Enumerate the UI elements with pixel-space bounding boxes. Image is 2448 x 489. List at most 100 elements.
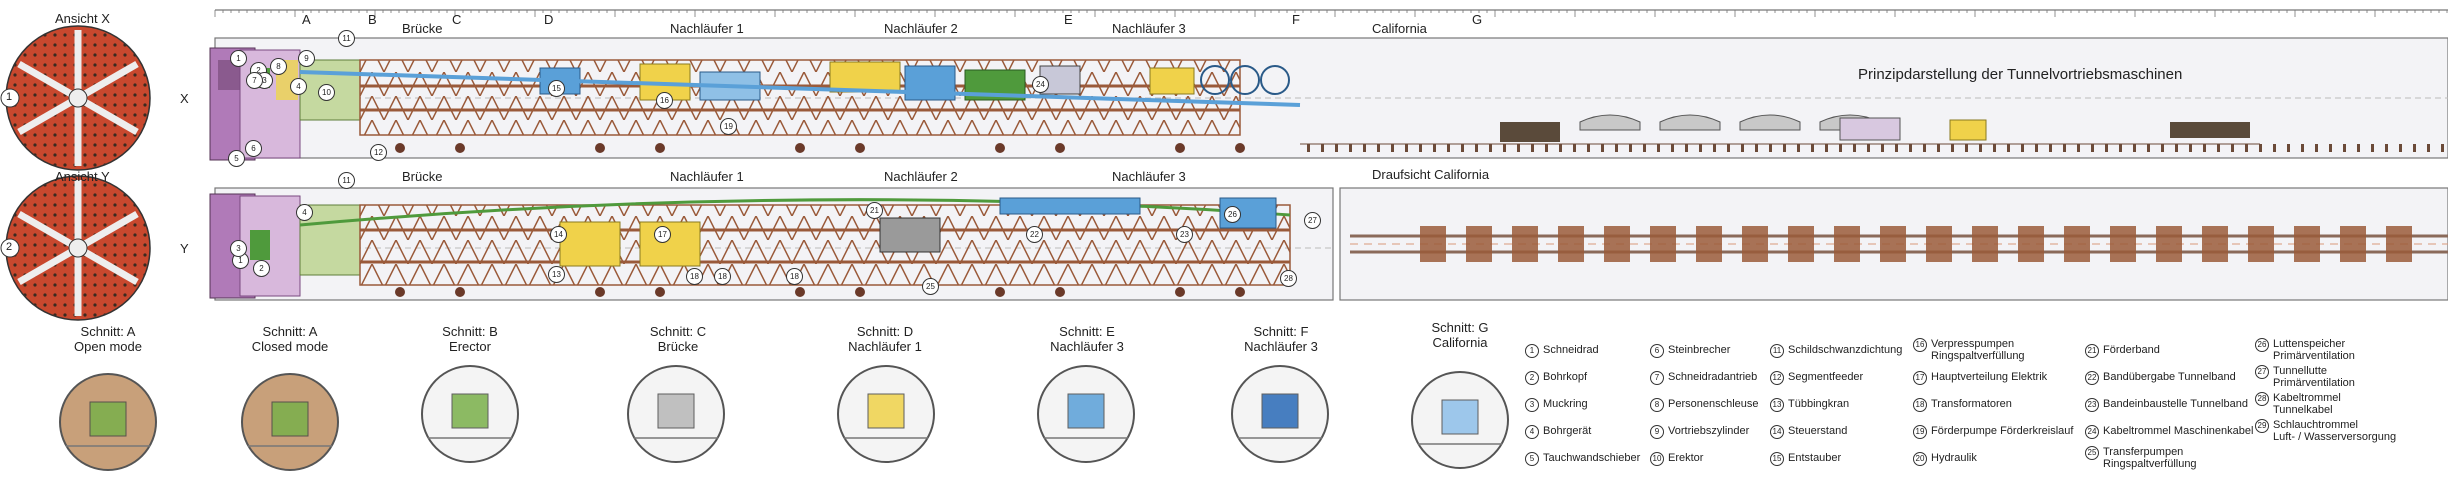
legend-number: 20 [1913, 452, 1927, 466]
label-nachlaeufer3-top: Nachläufer 3 [1112, 21, 1186, 36]
row-2-number: 2 [6, 241, 13, 253]
bottom-callout: 2 [253, 260, 270, 277]
row-1-number: 1 [6, 91, 13, 103]
top-callout: 7 [246, 72, 263, 89]
bottom-callout: 21 [866, 202, 883, 219]
legend-number: 25 [2085, 446, 2099, 460]
top-callout: 9 [298, 50, 315, 67]
legend-text: Tunnellutte Primärventilation [2273, 365, 2355, 389]
legend-number: 4 [1525, 425, 1539, 439]
top-callout: 8 [270, 58, 287, 75]
top-callout: 10 [318, 84, 335, 101]
legend-number: 7 [1650, 371, 1664, 385]
legend-text: Muckring [1543, 398, 1588, 410]
legend-number: 26 [2255, 338, 2269, 352]
legend-number: 22 [2085, 371, 2099, 385]
bottom-callout: 3 [230, 240, 247, 257]
top-callout: 11 [338, 30, 355, 47]
legend-number: 6 [1650, 344, 1664, 358]
legend-text: Steuerstand [1788, 425, 1848, 437]
legend-number: 19 [1913, 425, 1927, 439]
legend-text: Tauchwandschieber [1543, 452, 1641, 464]
bottom-callout: 25 [922, 278, 939, 295]
legend-text: Schneidradantrieb [1668, 371, 1758, 383]
legend-item: 4 Bohrgerät [1525, 425, 1591, 439]
bottom-callout: 11 [338, 172, 355, 189]
label-nachlaeufer1-row2: Nachläufer 1 [670, 169, 744, 184]
cutterhead-view-y [5, 175, 151, 321]
top-callout: 1 [230, 50, 247, 67]
legend-number: 11 [1770, 344, 1784, 358]
ansicht-y-label: Ansicht Y [55, 169, 110, 184]
legend-text: Segmentfeeder [1788, 371, 1864, 383]
legend-item: 7 Schneidradantrieb [1650, 371, 1757, 385]
legend-item: 19 Förderpumpe Förderkreislauf [1913, 425, 2073, 439]
bottom-callout: 14 [550, 226, 567, 243]
label-bruecke-top: Brücke [402, 21, 443, 36]
legend-text: Bohrgerät [1543, 425, 1592, 437]
top-callout: 19 [720, 118, 737, 135]
legend-text: Förderpumpe Förderkreislauf [1931, 425, 2074, 437]
legend-item: 21 Förderband [2085, 344, 2160, 358]
section-b-circle [421, 365, 519, 463]
bottom-callout: 18 [786, 268, 803, 285]
section-e-circle [1037, 365, 1135, 463]
legend-number: 23 [2085, 398, 2099, 412]
section-letter-e: E [1064, 12, 1073, 27]
legend-number: 18 [1913, 398, 1927, 412]
bottom-callout: 23 [1176, 226, 1193, 243]
label-california-top: California [1372, 21, 1427, 36]
section-letter-g: G [1472, 12, 1483, 27]
legend-number: 21 [2085, 344, 2099, 358]
section-letter-c: C [452, 12, 462, 27]
legend-text: Personenschleuse [1668, 398, 1759, 410]
bottom-callout: 18 [714, 268, 731, 285]
legend-number: 29 [2255, 419, 2269, 433]
top-callout: 16 [656, 92, 673, 109]
bottom-callout: 17 [654, 226, 671, 243]
tunnel-side-view-y [209, 187, 1334, 301]
legend-text: Hydraulik [1931, 452, 1977, 464]
diagram-title: Prinzipdarstellung der Tunnelvortriebsma… [1858, 66, 2183, 83]
legend-item: 3 Muckring [1525, 398, 1588, 412]
section-letter-a: A [302, 12, 311, 27]
legend-item: 20 Hydraulik [1913, 452, 1977, 466]
label-draufsicht: Draufsicht California [1372, 167, 1490, 182]
legend-number: 3 [1525, 398, 1539, 412]
legend-number: 12 [1770, 371, 1784, 385]
section-g-circle [1411, 371, 1509, 469]
legend-number: 14 [1770, 425, 1784, 439]
legend-number: 5 [1525, 452, 1539, 466]
bottom-callout: 27 [1304, 212, 1321, 229]
cutterhead-view-x [5, 25, 151, 171]
top-callout: 6 [245, 140, 262, 157]
legend-text: Kabeltrommel Tunnelkabel [2273, 392, 2341, 416]
bottom-callout: 4 [296, 204, 313, 221]
legend-item: 5 Tauchwandschieber [1525, 452, 1640, 466]
row-y-letter: Y [180, 241, 189, 256]
label-nachlaeufer2-row2: Nachläufer 2 [884, 169, 958, 184]
ansicht-x-label: Ansicht X [55, 11, 110, 26]
section-a-closed-circle [241, 373, 339, 471]
top-callout: 12 [370, 144, 387, 161]
top-ruler [214, 9, 2448, 17]
section-f-circle [1231, 365, 1329, 463]
legend-text: Förderband [2103, 344, 2160, 356]
